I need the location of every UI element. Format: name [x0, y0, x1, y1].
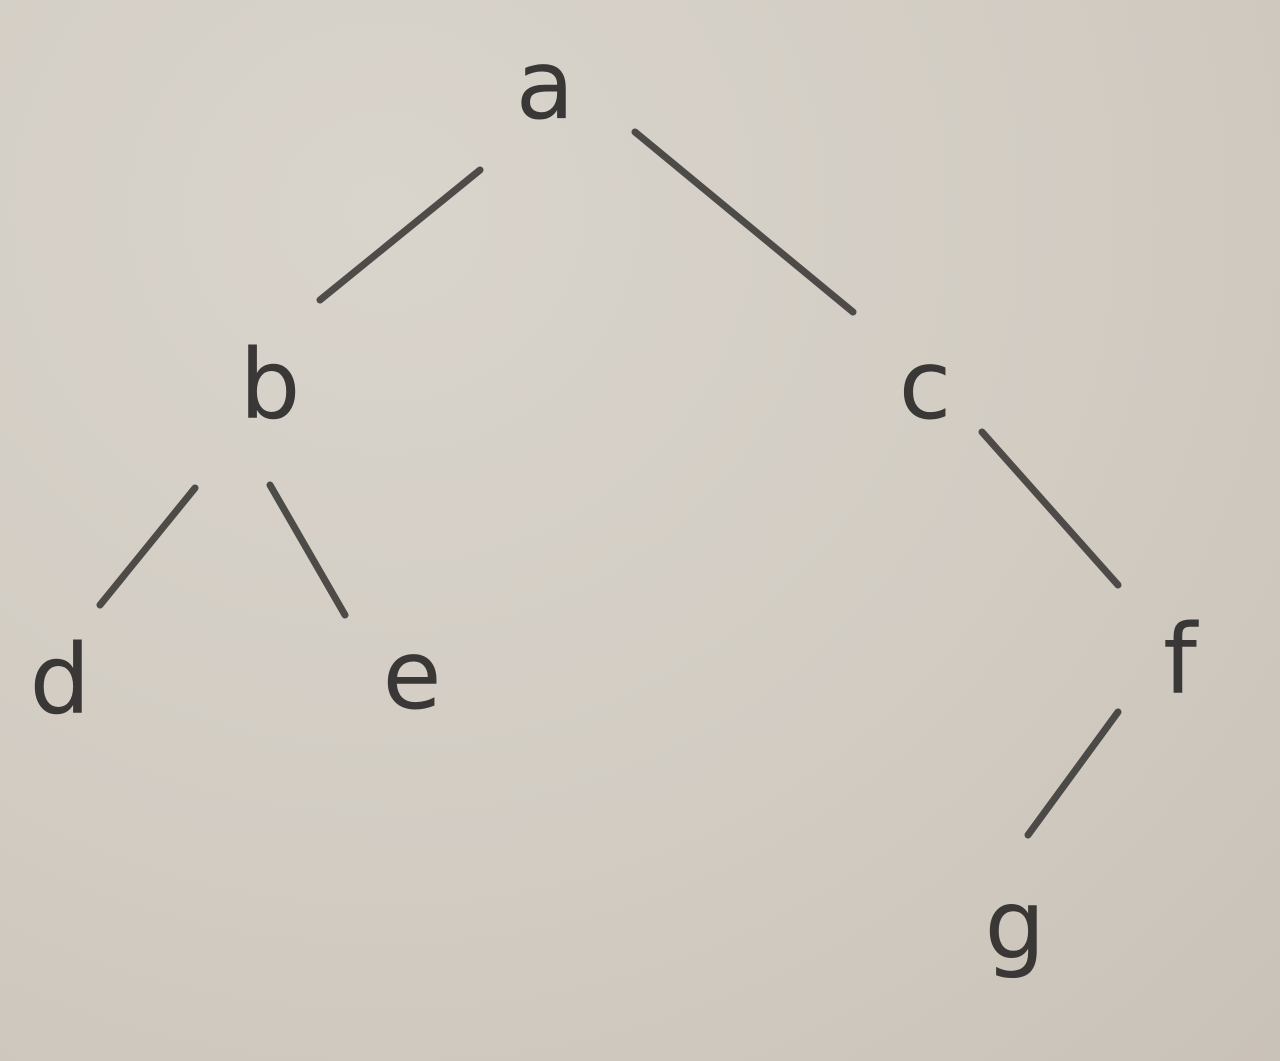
node-f: f [1163, 604, 1199, 716]
node-a: a [516, 29, 575, 141]
node-e: e [382, 619, 441, 731]
edge-c-f [978, 428, 1122, 589]
edge-b-d [96, 484, 199, 609]
edge-b-e [266, 481, 349, 619]
node-c: c [899, 329, 952, 441]
edge-a-c [631, 128, 857, 316]
node-b: b [240, 329, 301, 441]
node-d: d [30, 624, 91, 736]
edge-f-g [1024, 708, 1122, 839]
edge-a-b [316, 166, 484, 304]
node-g: g [985, 869, 1046, 981]
